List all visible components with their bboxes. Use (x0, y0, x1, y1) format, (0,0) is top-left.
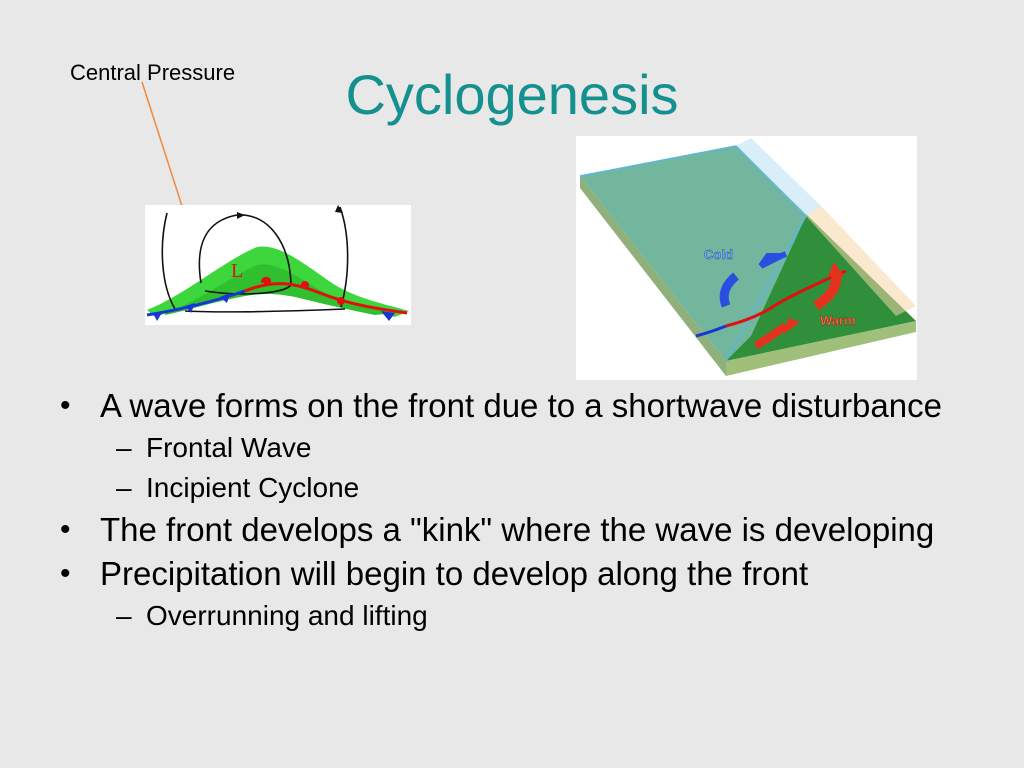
front-line (725, 269, 847, 328)
sub-list: – Overrunning and lifting (100, 600, 980, 632)
bullet-text: The front develops a "kink" where the wa… (100, 511, 935, 548)
cold-label: Cold (704, 247, 733, 262)
sub-bullet-item: – Incipient Cyclone (100, 472, 980, 504)
cold-air-mass (580, 146, 806, 361)
low-pressure-symbol: L (231, 260, 243, 282)
central-pressure-label: Central Pressure (70, 60, 236, 85)
bullet-item: A wave forms on the front due to a short… (60, 388, 980, 504)
sub-bullet-text: Incipient Cyclone (146, 472, 360, 503)
bullet-text: Precipitation will begin to develop alon… (100, 555, 809, 592)
warm-label: Warm (820, 313, 856, 328)
sub-bullet-item: – Overrunning and lifting (100, 600, 980, 632)
sub-bullet-item: – Frontal Wave (100, 432, 980, 464)
cold-air-arrow (758, 251, 788, 269)
sub-bullet-text: Overrunning and lifting (146, 600, 428, 631)
circulation-line (161, 212, 176, 310)
circulation-line (198, 214, 292, 295)
frontal-block-diagram: Cold Warm (576, 136, 917, 380)
sub-bullet-text: Frontal Wave (146, 432, 312, 463)
bullet-list: A wave forms on the front due to a short… (60, 388, 980, 640)
bullet-item: Precipitation will begin to develop alon… (60, 556, 980, 632)
warm-front-line (244, 282, 408, 315)
dash-marker: – (116, 432, 132, 463)
bullet-text: A wave forms on the front due to a short… (100, 387, 942, 424)
warm-air-arrow (813, 273, 842, 311)
dash-marker: – (116, 472, 132, 503)
dash-marker: – (116, 600, 132, 631)
bullet-item: The front develops a "kink" where the wa… (60, 511, 980, 549)
slide-title: Cyclogenesis (345, 63, 679, 126)
warm-air-arrow (753, 322, 789, 350)
frontal-wave-diagram: L (145, 205, 411, 325)
circulation-line (339, 206, 349, 308)
sub-list: – Frontal Wave – Incipient Cyclone (100, 432, 980, 504)
cold-air-arrow (719, 272, 740, 308)
